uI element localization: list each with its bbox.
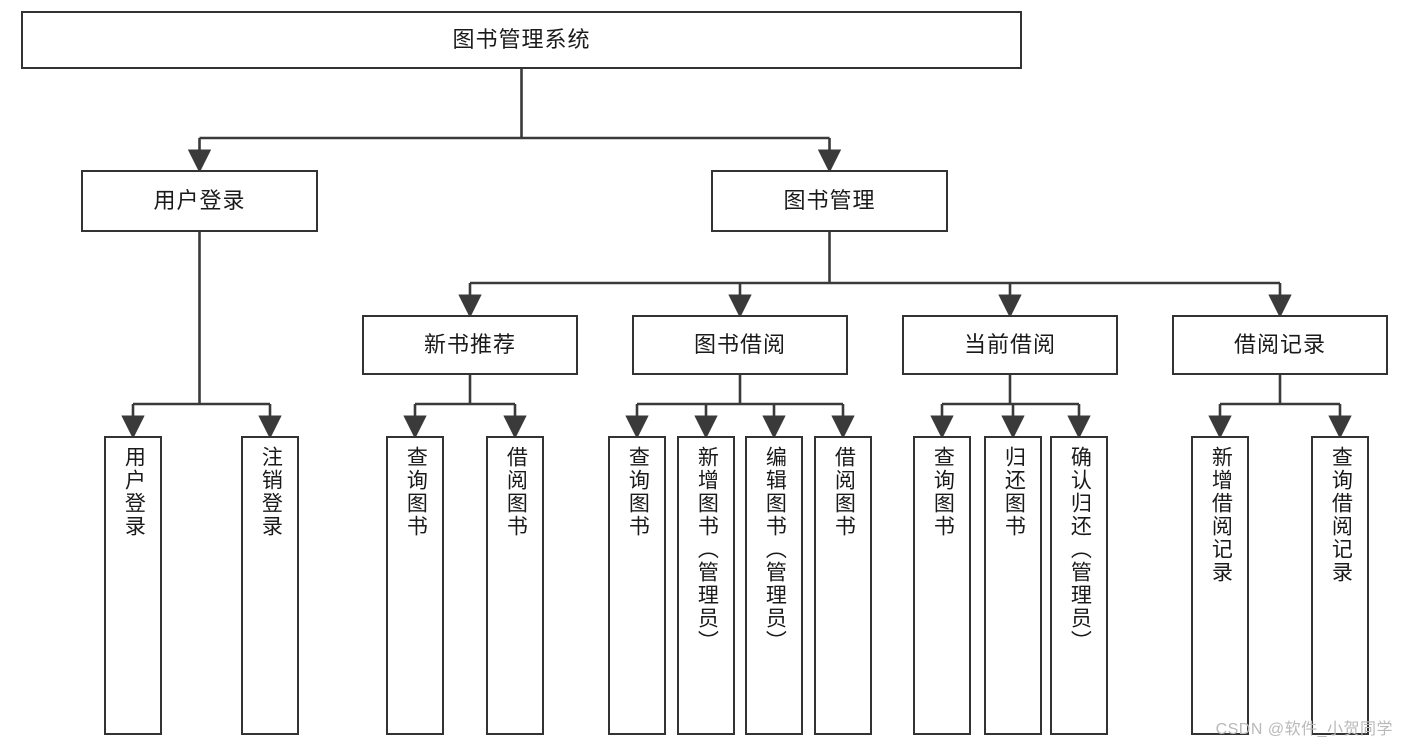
- csdn-watermark: CSDN @软件_小贺同学: [1215, 721, 1393, 738]
- node-leaf-edit-book: 编辑图书（管理员）: [745, 436, 803, 735]
- node-book-borrow: 图书借阅: [632, 315, 848, 375]
- node-current-borrow: 当前借阅: [902, 315, 1118, 375]
- node-leaf-query-books-borrow: 查询图书: [608, 436, 666, 735]
- node-leaf-query-books-current: 查询图书: [913, 436, 971, 735]
- node-leaf-add-book: 新增图书（管理员）: [677, 436, 735, 735]
- node-leaf-logout: 注销登录: [241, 436, 299, 735]
- node-label: 用户登录: [153, 188, 246, 214]
- node-label: 新增借阅记录: [1209, 446, 1233, 584]
- node-label: 查询图书: [626, 446, 650, 538]
- node-label: 图书借阅: [693, 332, 786, 358]
- node-root: 图书管理系统: [21, 11, 1022, 69]
- node-label: 图书管理: [783, 188, 876, 214]
- node-label: 借阅图书: [832, 446, 856, 538]
- node-label: 归还图书: [1002, 446, 1026, 538]
- node-leaf-user-login: 用户登录: [104, 436, 162, 735]
- node-user-login: 用户登录: [81, 170, 318, 232]
- node-book-management: 图书管理: [711, 170, 948, 232]
- node-label: 图书管理系统: [452, 27, 591, 53]
- node-label: 借阅记录: [1233, 332, 1326, 358]
- node-leaf-borrow-books-recommend: 借阅图书: [486, 436, 544, 735]
- node-label: 确认归还（管理员）: [1068, 446, 1092, 653]
- node-leaf-query-borrow-record: 查询借阅记录: [1311, 436, 1369, 735]
- node-label: 新增图书（管理员）: [695, 446, 719, 653]
- node-label: 查询图书: [931, 446, 955, 538]
- node-leaf-add-borrow-record: 新增借阅记录: [1191, 436, 1249, 735]
- node-label: 新书推荐: [423, 332, 516, 358]
- node-leaf-return-book: 归还图书: [984, 436, 1042, 735]
- node-new-book-recommend: 新书推荐: [362, 315, 578, 375]
- node-label: 编辑图书（管理员）: [763, 446, 787, 653]
- node-label: 注销登录: [259, 446, 283, 538]
- node-leaf-borrow-book: 借阅图书: [814, 436, 872, 735]
- node-label: 查询借阅记录: [1329, 446, 1353, 584]
- node-label: 当前借阅: [963, 332, 1056, 358]
- node-label: 查询图书: [404, 446, 428, 538]
- node-borrow-records: 借阅记录: [1172, 315, 1388, 375]
- node-leaf-confirm-return: 确认归还（管理员）: [1050, 436, 1108, 735]
- node-label: 用户登录: [122, 446, 146, 538]
- node-label: 借阅图书: [504, 446, 528, 538]
- node-leaf-query-books-recommend: 查询图书: [386, 436, 444, 735]
